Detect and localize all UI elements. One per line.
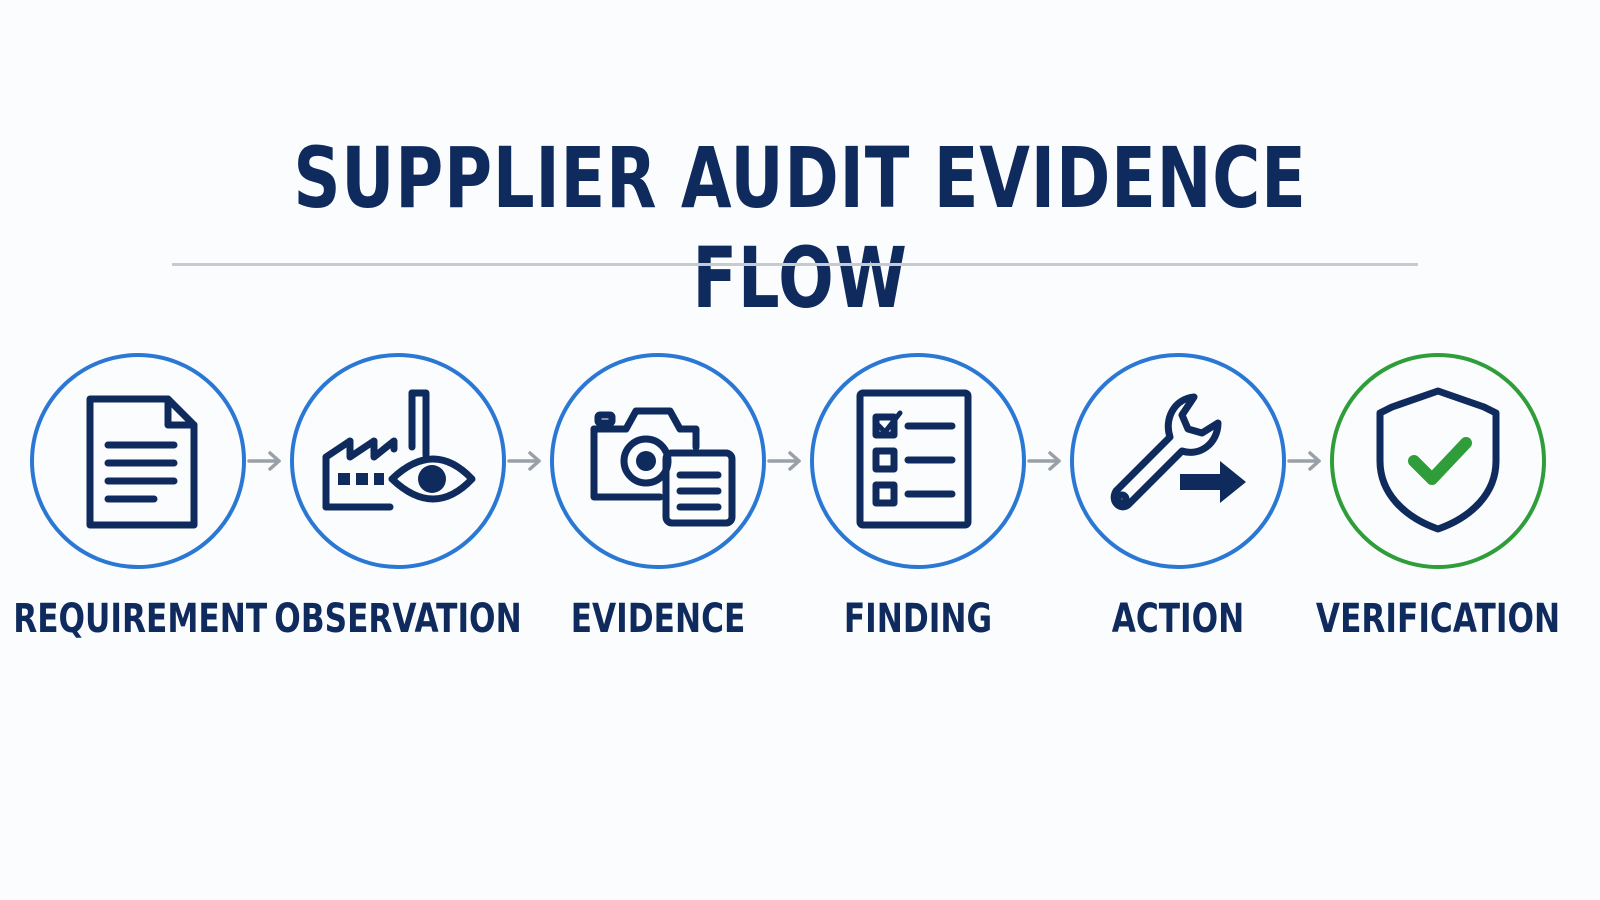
step-verification (1330, 353, 1546, 569)
step-evidence (550, 353, 766, 569)
checklist-icon (856, 389, 972, 529)
step-action (1070, 353, 1286, 569)
flow-arrow-icon (1287, 451, 1321, 471)
flow-arrow-icon (507, 451, 541, 471)
step-label-requirement: REQUIREMENT (13, 596, 268, 642)
flow-arrow-icon (247, 451, 281, 471)
document-icon (86, 395, 198, 529)
wrench-arrow-icon (1110, 393, 1246, 511)
factory-eye-icon (322, 389, 476, 511)
step-finding (810, 353, 1026, 569)
step-label-observation: OBSERVATION (274, 596, 522, 642)
diagram-title: SUPPLIER AUDIT EVIDENCE FLOW (293, 129, 1307, 327)
shield-check-icon (1376, 387, 1500, 533)
step-label-verification: VERIFICATION (1315, 596, 1561, 642)
step-observation (290, 353, 506, 569)
step-label-finding: FINDING (843, 596, 993, 642)
flow-arrow-icon (767, 451, 801, 471)
title-divider (172, 263, 1418, 266)
flow-arrow-icon (1027, 451, 1061, 471)
step-label-evidence: EVIDENCE (570, 596, 746, 642)
step-requirement (30, 353, 246, 569)
step-label-action: ACTION (1111, 596, 1245, 642)
camera-document-icon (590, 407, 736, 527)
